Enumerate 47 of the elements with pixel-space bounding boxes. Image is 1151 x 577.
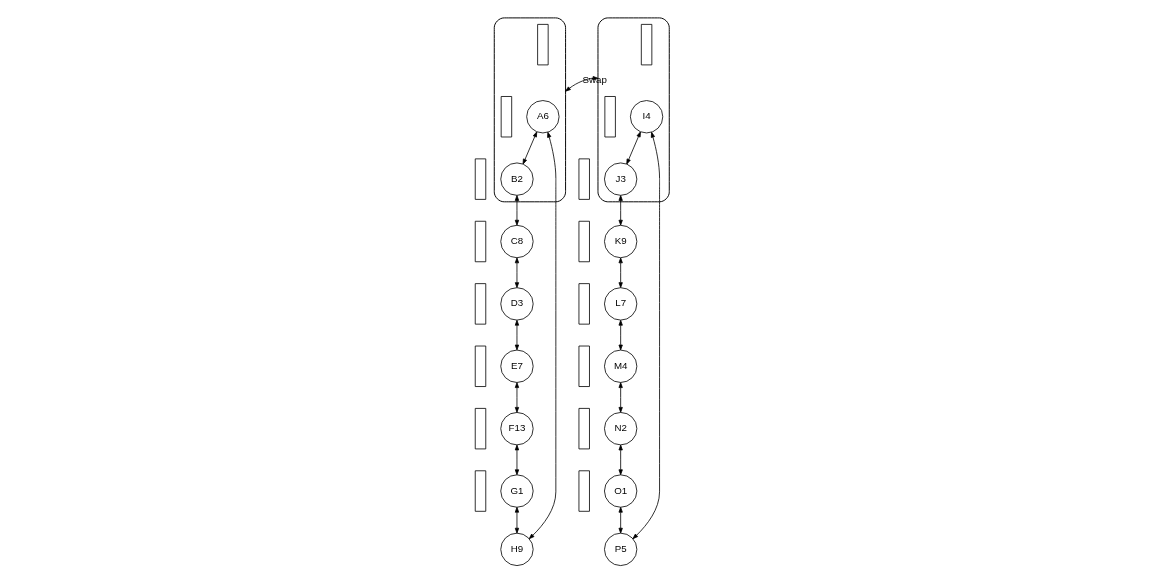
arrow — [514, 195, 520, 226]
arrow — [618, 382, 623, 413]
arrow — [514, 506, 520, 534]
node-circle: M4 — [604, 349, 638, 383]
arrow — [618, 506, 623, 534]
node-bar — [474, 220, 487, 263]
arrow — [618, 444, 623, 476]
node-bar — [474, 283, 487, 325]
node-bar — [604, 96, 616, 138]
node-circle: O1 — [604, 474, 638, 508]
arrow — [618, 319, 623, 351]
node-bar — [474, 345, 487, 387]
arrow — [618, 257, 623, 288]
node-circle: N2 — [604, 412, 638, 446]
node-bar — [640, 23, 653, 66]
node-bar — [474, 470, 487, 512]
node-bar — [474, 408, 487, 450]
arrow — [514, 382, 520, 413]
node-bar — [578, 220, 590, 263]
node-bar — [500, 96, 513, 138]
node-bar — [474, 158, 487, 200]
arrow — [618, 195, 623, 226]
arrow — [514, 257, 520, 288]
node-circle: J3 — [604, 162, 638, 196]
node-circle: G1 — [500, 474, 534, 508]
arrow — [514, 319, 520, 351]
arrow — [528, 131, 557, 540]
node-circle: B2 — [500, 162, 534, 196]
node-bar — [578, 158, 590, 200]
node-circle: F13 — [500, 412, 534, 446]
node-bar — [578, 345, 590, 387]
node-bar — [578, 470, 590, 512]
node-bar — [578, 283, 590, 325]
node-circle: K9 — [604, 224, 638, 259]
arrow — [626, 131, 641, 165]
node-bar — [537, 23, 549, 66]
node-circle: D3 — [500, 287, 534, 321]
node-circle: A6 — [526, 100, 560, 134]
edge-label: Swap — [582, 74, 607, 86]
node-circle: I4 — [630, 100, 664, 134]
arrow — [632, 131, 660, 540]
node-bar — [578, 408, 590, 450]
arrow — [514, 444, 520, 476]
arrow — [522, 131, 538, 165]
node-circle: L7 — [604, 287, 638, 321]
node-circle: C8 — [500, 224, 534, 259]
node-circle: E7 — [500, 349, 534, 383]
